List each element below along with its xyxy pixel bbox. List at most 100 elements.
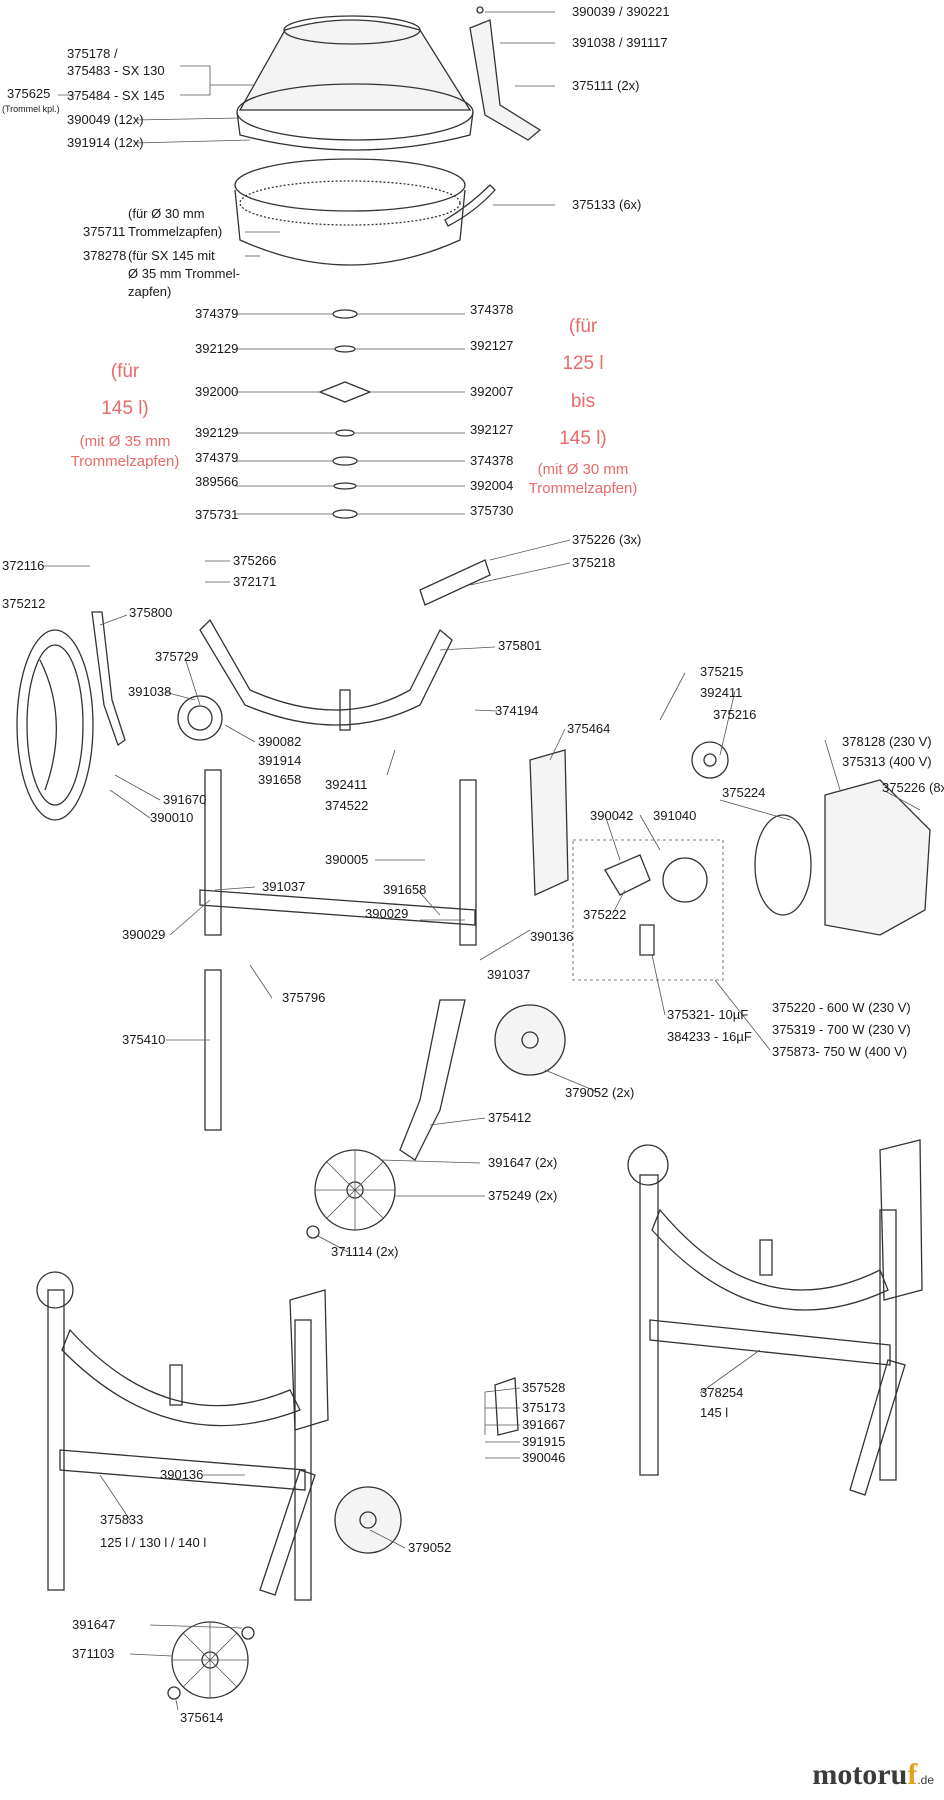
label-375729: 375729 [155, 649, 198, 664]
washer-stack [318, 309, 372, 519]
ring-segment-375133 [444, 184, 496, 227]
label-392127b: 392127 [470, 422, 513, 437]
label-trommel-kpl: (Trommel kpl.) [2, 104, 60, 114]
note-right-125: 125 l [562, 353, 603, 374]
motor-box [572, 839, 724, 981]
label-375222: 375222 [583, 907, 626, 922]
note-right-bis: bis [571, 391, 595, 412]
label-389566: 389566 [195, 474, 238, 489]
label-375215: 375215 [700, 664, 743, 679]
label-378128: 378128 (230 V) [842, 734, 932, 749]
label-391915: 391915 [522, 1434, 565, 1449]
note-right-mit: (mit Ø 30 mm [538, 461, 629, 478]
plate-375464 [529, 749, 569, 896]
label-390049: 390049 (12x) [67, 112, 144, 127]
lever-375800 [91, 611, 126, 747]
label-375220: 375220 - 600 W (230 V) [772, 1000, 911, 1015]
gear-375729 [177, 695, 223, 741]
label-391658a: 391658 [258, 772, 301, 787]
label-390029b: 390029 [122, 927, 165, 942]
logo-tld: .de [917, 1773, 934, 1787]
capacitor [639, 924, 655, 956]
label-375410: 375410 [122, 1032, 165, 1047]
ring-375614 [167, 1686, 181, 1700]
label-375464: 375464 [567, 721, 610, 736]
label-375111: 375111 (2x) [572, 78, 639, 93]
label-fuersx145: (für SX 145 mit [128, 248, 215, 263]
label-375133: 375133 (6x) [572, 197, 641, 212]
belt-375224 [754, 814, 812, 916]
label-392007: 392007 [470, 384, 513, 399]
assembly-145l [627, 1139, 923, 1496]
label-392127a: 392127 [470, 338, 513, 353]
label-378278: 378278 [83, 248, 126, 263]
label-379052a: 379052 (2x) [565, 1085, 634, 1100]
ring-391647-b [241, 1626, 255, 1640]
pulley-375216 [691, 741, 729, 779]
label-372171: 372171 [233, 574, 276, 589]
label-357528: 357528 [522, 1380, 565, 1395]
label-372116: 372116 [2, 558, 44, 573]
motoruf-logo: motoruf.de [812, 1758, 934, 1792]
frame-375796 [199, 769, 477, 946]
label-390042: 390042 [590, 808, 633, 823]
cover-378128 [824, 779, 931, 936]
label-391037a: 391037 [262, 879, 305, 894]
label-390046: 390046 [522, 1450, 565, 1465]
yoke-375801 [199, 618, 453, 726]
label-392129a: 392129 [195, 341, 238, 356]
label-375483: 375483 - SX 130 [67, 63, 165, 78]
note-right-fuer: (für [569, 316, 598, 337]
label-384233: 384233 - 16µF [667, 1029, 752, 1044]
label-374378a: 374378 [470, 302, 513, 317]
label-379052b: 379052 [408, 1540, 451, 1555]
shaft [339, 689, 351, 731]
label-375173: 375173 [522, 1400, 565, 1415]
label-375266: 375266 [233, 553, 276, 568]
label-375873: 375873- 750 W (400 V) [772, 1044, 907, 1059]
label-375833: 375833 [100, 1512, 143, 1527]
label-392129b: 392129 [195, 425, 238, 440]
label-391914b: 391914 [258, 753, 301, 768]
label-375178: 375178 / [67, 46, 118, 61]
note-left-145: 145 l) [101, 398, 149, 419]
ring-371114 [306, 1225, 320, 1239]
wheel-375249 [314, 1149, 396, 1231]
label-374194: 374194 [495, 703, 538, 718]
label-375319: 375319 - 700 W (230 V) [772, 1022, 911, 1037]
label-390136b: 390136 [160, 1467, 203, 1482]
label-371103: 371103 [72, 1646, 114, 1661]
label-374379a: 374379 [195, 306, 238, 321]
label-392004: 392004 [470, 478, 513, 493]
wheel-371103 [171, 1621, 249, 1699]
label-375711: 375711 [83, 224, 125, 239]
label-391037b: 391037 [487, 967, 530, 982]
note-right-tz: Trommelzapfen) [529, 480, 638, 497]
label-375249: 375249 (2x) [488, 1188, 557, 1203]
note-left-mit: (mit Ø 35 mm [80, 433, 171, 450]
label-391914a: 391914 (12x) [67, 135, 144, 150]
handwheel-375212 [16, 629, 94, 821]
label-145l: 145 l [700, 1405, 728, 1420]
label-391647b: 391647 [72, 1617, 115, 1632]
bracket-375218 [419, 559, 491, 606]
logo-accent: f [907, 1758, 918, 1791]
label-375412: 375412 [488, 1110, 531, 1125]
label-391038a: 391038 / 391117 [572, 35, 668, 50]
note-right-145: 145 l) [559, 428, 607, 449]
label-375224: 375224 [722, 785, 765, 800]
logo-main: motoru [812, 1758, 908, 1791]
label-375731: 375731 [195, 507, 238, 522]
leader-lines [42, 11, 921, 1711]
label-391038b: 391038 [128, 684, 171, 699]
label-390010: 390010 [150, 810, 193, 825]
label-375226b: 375226 (8x) [882, 780, 944, 795]
label-391040: 391040 [653, 808, 696, 823]
motor-375220 [604, 854, 708, 903]
label-391667: 391667 [522, 1417, 565, 1432]
label-375614: 375614 [180, 1710, 223, 1725]
label-391670: 391670 [163, 792, 206, 807]
leg-375410 [204, 969, 222, 1131]
label-375484: 375484 - SX 145 [67, 88, 165, 103]
